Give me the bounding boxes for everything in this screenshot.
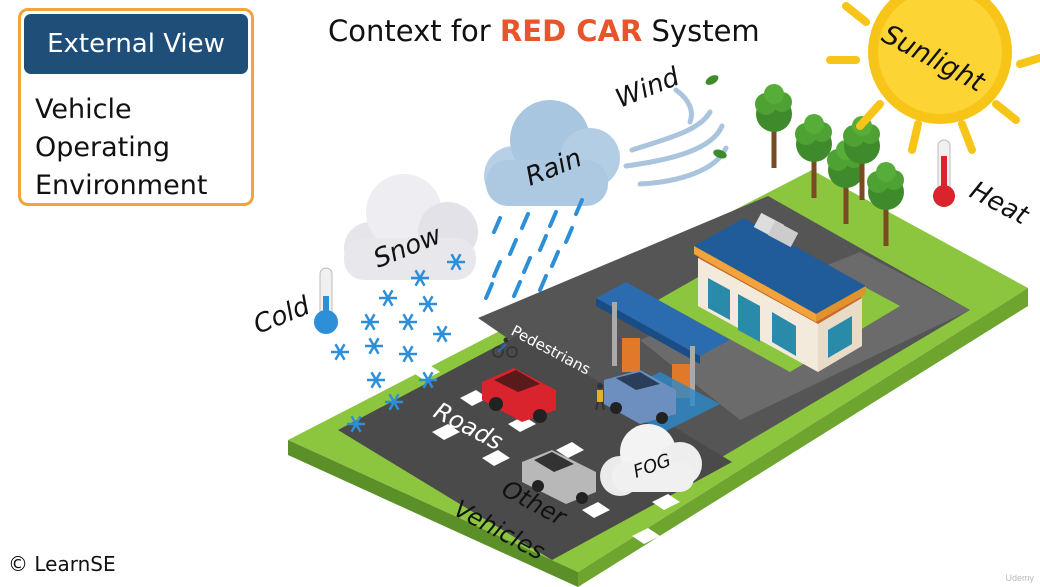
callout-header: External View [24,14,248,74]
label-wind: Wind [611,62,684,115]
callout-line-environment: Environment [35,170,208,201]
blue-car [604,370,676,424]
fog-cloud-icon [600,424,702,496]
title-suffix: System [642,14,760,48]
callout-body: Vehicle Operating Environment [35,91,207,205]
store-building [694,212,866,372]
title-highlight: RED CAR [499,14,643,48]
sun-icon [826,0,1040,154]
copyright-text: © LearnSE [8,552,116,576]
title-prefix: Context for [328,14,500,48]
thermometer-hot-icon [933,139,955,207]
pedestrian-icon [595,383,605,411]
cyclist-icon [492,337,518,358]
external-view-callout: External View Vehicle Operating Environm… [18,8,254,206]
watermark: Udemy [1005,573,1034,583]
raindrops [484,198,584,300]
thermometer-cold-icon [314,267,338,334]
gray-truck [522,450,596,504]
callout-line-operating: Operating [35,132,170,163]
callout-line-vehicle: Vehicle [35,94,132,125]
rain-cloud-icon [484,100,620,206]
red-car [482,368,556,423]
wind-leaves [705,75,727,159]
slide-title: Context for RED CAR System [328,14,760,48]
snow-cloud-icon [344,174,478,280]
label-heat: Heat [965,176,1034,232]
label-cold: Cold [249,291,314,341]
